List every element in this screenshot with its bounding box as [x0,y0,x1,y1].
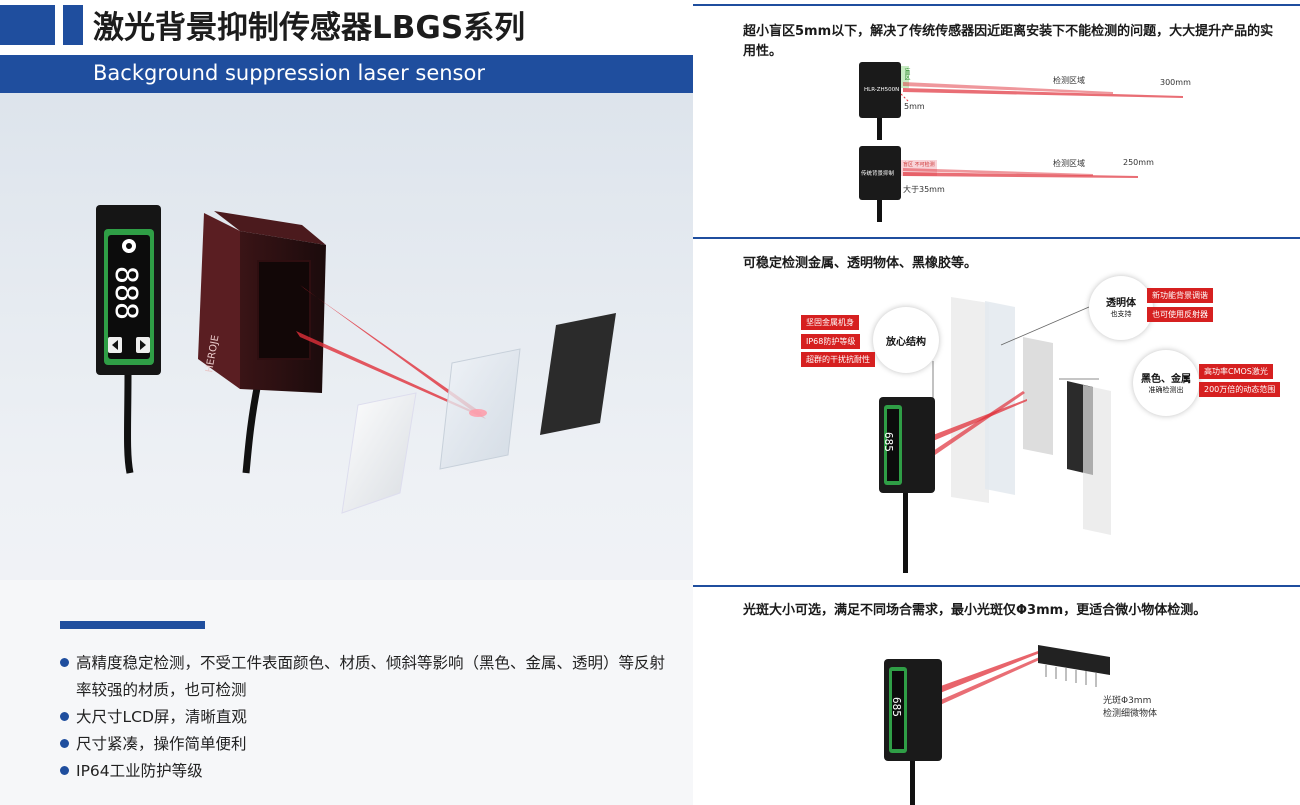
spot-beam-b [938,655,1046,705]
laser-beam-lower [296,331,486,419]
tag-background-tuning: 新功能背景调谐 [1147,288,1213,303]
callout-black-sub: 准确检测出 [1148,386,1184,394]
spot-sub-label: 检测细微物体 [1103,709,1158,719]
sensor-a-zone-label: 检测区域 [1053,76,1085,85]
front-sensor-digits: 888 [108,266,143,320]
tag-dynamic-range: 200万倍的动态范围 [1199,382,1281,397]
front-sensor-lcd [108,235,150,359]
feature-divider-bar [60,621,205,629]
tag-reflector: 也可使用反射器 [1147,307,1213,322]
section1-top-rule [693,4,1300,6]
section3-digits: 685 [890,697,903,717]
title-accent-stripe [63,5,83,45]
left-panel: 激光背景抑制传感器LBGS系列 Background suppression l… [0,0,693,805]
bullet-dot [60,766,69,775]
bullet-dot [60,739,69,748]
materials-diagram [879,297,1111,573]
hero-product-illustration: 888 HEROJE [96,205,616,514]
main-sensor-lens-window [257,260,311,360]
callout-structure-title: 放心结构 [886,337,926,348]
main-sensor-top [214,211,326,245]
sensor-a-tag: 盲区 [903,68,910,80]
sensor-b-body [859,146,901,200]
spot-sensor-cable [910,761,915,805]
callout-transparent-sub: 也支持 [1110,310,1132,318]
page-subtitle: Background suppression laser sensor [93,61,485,85]
sensor-b-cable [877,200,882,222]
white-target-plate [341,392,417,514]
tag-metal-body: 坚固金属机身 [801,315,859,330]
sensor-a-dashes [900,93,910,103]
sensor-cable [903,493,908,573]
subtitle-band: Background suppression laser sensor [0,55,693,93]
feature-text: 尺寸紧凑，操作简单便利 [76,735,247,753]
section2-heading: 可稳定检测金属、透明物体、黑橡胶等。 [743,256,978,271]
feature-item: IP64工业防护等级 [60,758,680,785]
sensor-a-blind-marker [901,66,909,88]
sensor-b-label: 传统背景抑制 [861,171,895,177]
spot-beam-a [938,651,1040,693]
laser-beam-upper [300,285,482,415]
callout-black-metal: 黑色、金属 准确检测出 [1133,350,1199,416]
feature-item: 尺寸紧凑，操作简单便利 [60,731,680,758]
spot-label: 光斑Φ3mm [1103,696,1152,706]
feature-text: 高精度稳定检测，不受工件表面颜色、材质、倾斜等影响（黑色、金属、透明）等反射率较… [76,654,666,699]
transparent-target-plate [439,348,521,470]
sensor-a-body [859,62,901,118]
tag-interference: 超群的干扰抗耐性 [801,352,875,367]
section3-heading: 光斑大小可选，满足不同场合需求，最小光斑仅Φ3mm，更适合微小物体检测。 [743,603,1207,618]
section3-top-rule [693,585,1300,587]
sensor-a-blind-value: 5mm [904,102,925,111]
main-sensor-left-face [198,213,240,389]
sensor-b-zone-label: 检测区域 [1053,159,1085,168]
feature-item: 高精度稳定检测，不受工件表面颜色、材质、倾斜等影响（黑色、金属、透明）等反射率较… [60,650,680,704]
laser-beam-b [933,391,1025,455]
section1-heading: 超小盲区5mm以下，解决了传统传感器因近距离安装下不能检测的问题，大大提升产品的… [743,24,1274,59]
section2-digits: 685 [882,432,895,452]
main-sensor-cable [242,382,262,474]
feature-list: 高精度稳定检测，不受工件表面颜色、材质、倾斜等影响（黑色、金属、透明）等反射率较… [60,650,680,785]
callout-transparent: 透明体 也支持 [1089,276,1153,340]
tag-ip68: IP68防护等级 [801,334,861,349]
clear-plate [985,301,1015,495]
sensor-a-cable [877,118,882,140]
feature-text: 大尺寸LCD屏，清晰直观 [76,708,247,726]
title-bar: 激光背景抑制传感器LBGS系列 [0,0,693,55]
page-title: 激光背景抑制传感器LBGS系列 [93,10,526,46]
sensor-a-beam [903,88,1183,98]
back-grey-plate [1083,385,1111,535]
feature-text: IP64工业防护等级 [76,762,203,780]
bullet-dot [60,658,69,667]
callout-transparent-title: 透明体 [1106,298,1136,309]
sensor-a-range: 300mm [1160,78,1191,87]
spot-size-diagram [884,645,1110,805]
sensor-b-tag: 盲区 不可检测 [903,162,935,168]
bullet-dot [60,712,69,721]
sensor-b-beam [903,172,1138,178]
grey-plate [1023,337,1053,455]
black-target-plate [540,313,616,435]
front-sensor-cable [124,372,134,474]
right-panel: 超小盲区5mm以下，解决了传统传感器因近距离安装下不能检测的问题，大大提升产品的… [693,0,1300,805]
white-plate [951,297,989,503]
sensor-b-beam-2 [903,168,1093,176]
tag-cmos-laser: 高功率CMOS激光 [1199,364,1273,379]
ic-chip [1038,645,1110,675]
title-accent-block [0,5,55,45]
feature-item: 大尺寸LCD屏，清晰直观 [60,704,680,731]
laser-spot [469,409,487,417]
sensor-b-range: 250mm [1123,158,1154,167]
feature-area [0,580,693,805]
sensor-b-blind-zone [901,160,937,176]
blind-zone-diagram [859,62,1183,222]
sensor-a-beam-2 [903,82,1113,94]
sensor-b-blind-value: 大于35mm [903,185,945,194]
callout-structure: 放心结构 [873,307,939,373]
section2-top-rule [693,237,1300,239]
sensor-a-label: HLR-ZH500N [864,87,900,93]
callout-black-title: 黑色、金属 [1141,374,1191,385]
